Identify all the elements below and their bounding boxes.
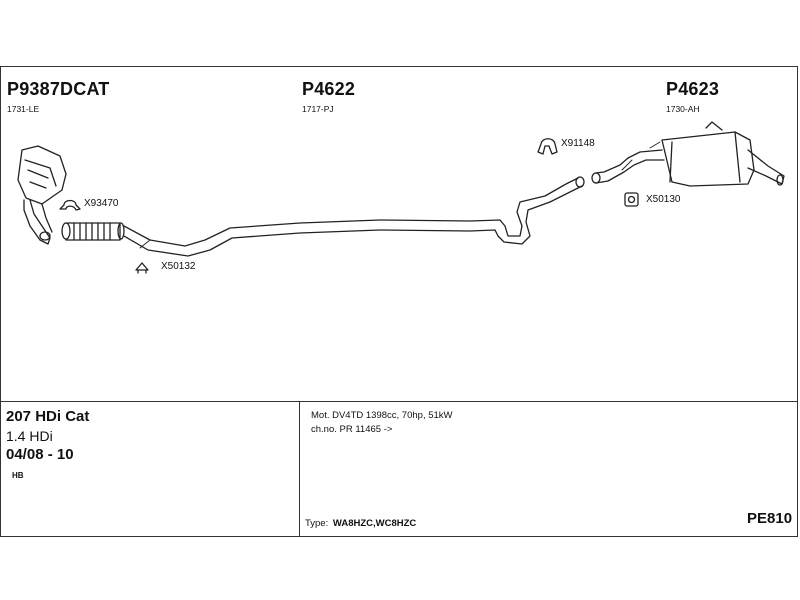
part-number-middle-pipe: P4622 — [302, 79, 356, 99]
callout-leaders — [139, 141, 661, 249]
clamp-rear-icon — [537, 138, 558, 155]
catalytic-converter-drawing — [17, 145, 67, 245]
info-divider — [0, 401, 798, 402]
callout-hanger-rear: X50130 — [646, 194, 681, 205]
callout-mount-front: X50132 — [161, 261, 196, 272]
exhaust-system-diagram — [17, 121, 785, 274]
vehicle-model: 207 HDi Cat — [6, 408, 90, 425]
part-code-middle-pipe: 1717-PJ — [302, 104, 334, 114]
info-column-divider — [299, 402, 300, 537]
diagram-frame — [0, 66, 798, 537]
part-code-rear-silencer: 1730-AH — [666, 104, 700, 114]
vehicle-body: HB — [12, 471, 24, 480]
rear-silencer-drawing — [591, 121, 785, 187]
vehicle-engine: 1.4 HDi — [6, 428, 53, 444]
part-number-rear-silencer: P4623 — [666, 79, 720, 99]
type-value: WA8HZC,WC8HZC — [332, 518, 417, 529]
middle-pipe-drawing — [123, 176, 585, 257]
flex-pipe-drawing — [61, 222, 125, 241]
type-label: Type: — [305, 518, 329, 529]
vehicle-years: 04/08 - 10 — [6, 446, 74, 463]
part-code-catalyst: 1731-LE — [7, 104, 40, 114]
chassis-number: ch.no. PR 11465 -> — [311, 424, 393, 435]
clamp-front-icon — [59, 199, 81, 211]
callout-clamp-rear: X91148 — [561, 138, 595, 149]
callout-clamp-front: X93470 — [84, 198, 119, 209]
motor-details: Mot. DV4TD 1398cc, 70hp, 51kW — [311, 410, 453, 421]
part-number-catalyst: P9387DCAT — [7, 79, 110, 99]
mount-front-icon — [135, 262, 149, 274]
type-row: Type: WA8HZC,WC8HZC — [305, 518, 416, 529]
diagram-code: PE810 — [747, 510, 793, 527]
hanger-rear-icon — [624, 192, 639, 207]
